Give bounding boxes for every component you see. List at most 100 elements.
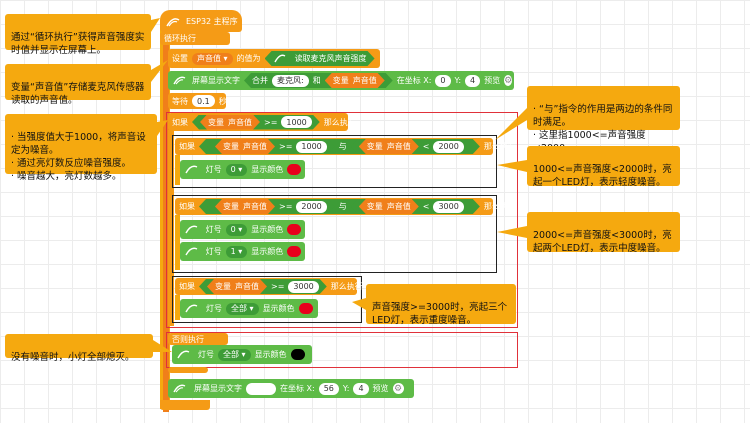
lt-operator: <: [422, 142, 430, 151]
variable-name: 声音值: [228, 117, 252, 127]
color-label: 显示颜色: [251, 165, 284, 174]
note-level3-text: 声音强度>=3000时，亮起三个LED灯，表示重度噪音。: [372, 302, 508, 326]
var-reporter[interactable]: 变量声音值: [207, 279, 267, 294]
color-swatch-red[interactable]: [287, 164, 301, 175]
note-variable: 变量“声音值”存储麦克风传感器读取的声音值。: [5, 64, 151, 106]
and-label: 和: [312, 76, 321, 85]
color-label: 显示颜色: [262, 304, 295, 313]
note-off-text: 没有噪音时，小灯全部熄灭。: [11, 352, 135, 363]
lamp-block-if2-b[interactable]: 灯号 1 ▾ 显示颜色: [180, 242, 305, 261]
variable-name: 声音值: [386, 202, 411, 211]
outer-if-highlight: [166, 112, 518, 328]
then-label: 那么执行: [483, 202, 516, 211]
lamp-dropdown[interactable]: 全部 ▾: [226, 302, 259, 315]
variable-word: 变量: [366, 202, 383, 211]
lamp-label: 灯号: [206, 304, 222, 313]
note-level2: 2000<=声音强度<3000时，亮起两个LED灯，表示中度噪音。: [527, 212, 680, 254]
outer-if-block[interactable]: 如果 变量声音值 >= 1000 那么执行: [168, 113, 356, 131]
x-input-1[interactable]: 0: [435, 74, 451, 87]
wait-input[interactable]: 0.1: [192, 95, 215, 107]
compare-block[interactable]: 变量声音值 >= 3000: [199, 279, 327, 294]
variable-word: 变量: [332, 76, 349, 85]
if1-block[interactable]: 如果 变量声音值 >= 1000 与 变量声音值 < 2000 那么执行: [175, 138, 516, 155]
y-input-1[interactable]: 4: [465, 74, 481, 87]
y-input-2[interactable]: 4: [353, 382, 369, 395]
color-swatch-black[interactable]: [290, 349, 305, 360]
value-input[interactable]: 3000: [433, 201, 463, 213]
then-label: 那么执行: [483, 142, 516, 151]
lamp-block-if1[interactable]: 灯号 0 ▾ 显示颜色: [180, 160, 305, 179]
led-icon: [184, 245, 202, 258]
concat-block[interactable]: 合并 麦克风: 和 变量 声音值: [244, 73, 393, 88]
mic-text-input[interactable]: 麦克风:: [272, 75, 309, 87]
variable-reporter[interactable]: 变量 声音值: [325, 73, 385, 88]
read-mic-block[interactable]: 读取麦克风声音强度: [265, 51, 375, 66]
lamp-dropdown[interactable]: 1 ▾: [225, 245, 248, 258]
value-input[interactable]: 1000: [296, 141, 326, 153]
variable-name: 声音值: [352, 76, 377, 85]
empty-text-input[interactable]: [246, 382, 276, 395]
and-block[interactable]: 变量声音值 >= 1000 与 变量声音值 < 2000: [199, 139, 480, 154]
value-input[interactable]: 3000: [288, 281, 318, 293]
var-reporter[interactable]: 变量声音值: [215, 199, 275, 214]
var-reporter[interactable]: 变量声音值: [359, 139, 419, 154]
loop-block[interactable]: 循环执行: [160, 32, 230, 45]
lamp-dropdown[interactable]: 0 ▾: [225, 223, 248, 236]
color-swatch-red[interactable]: [287, 224, 301, 235]
lamp-block-if3[interactable]: 灯号 全部 ▾ 显示颜色: [180, 299, 318, 318]
then-label: 那么执行: [330, 282, 363, 291]
var-reporter[interactable]: 变量声音值: [200, 115, 260, 130]
if2-spine: [175, 215, 180, 270]
compare-block-outer[interactable]: 变量声音值 >= 1000: [192, 115, 320, 130]
lamp-dropdown[interactable]: 0 ▾: [225, 163, 248, 176]
screen-text-label: 屏幕显示文字: [192, 76, 240, 85]
value-of-label: 的值为: [236, 54, 261, 63]
if1-spine: [175, 155, 180, 185]
variable-word: 变量: [366, 142, 383, 151]
gear-icon[interactable]: ⚙: [504, 75, 513, 86]
lamp-dropdown[interactable]: 全部 ▾: [218, 348, 251, 361]
var-reporter[interactable]: 变量声音值: [359, 199, 419, 214]
value-input[interactable]: 1000: [281, 116, 311, 128]
led-icon: [176, 348, 194, 361]
variable-word: 变量: [223, 142, 239, 151]
color-swatch-red[interactable]: [298, 303, 313, 314]
lamp-label: 灯号: [205, 247, 222, 256]
gte-operator: >=: [271, 282, 285, 291]
at-x-label: 在坐标 X:: [396, 76, 432, 85]
and-operator: 与: [338, 202, 347, 211]
compare-b[interactable]: 变量声音值 < 2000: [351, 139, 472, 154]
lamp-block-else[interactable]: 灯号 全部 ▾ 显示颜色: [172, 345, 312, 364]
main-hat-block[interactable]: ESP32 主程序: [160, 10, 242, 32]
variable-dropdown[interactable]: 声音值 ▾: [192, 52, 233, 65]
screen-display-block-2[interactable]: 屏幕显示文字 在坐标 X: 56 Y: 4 预览 ⚙: [168, 379, 414, 398]
loop-end-cap: [160, 400, 210, 410]
compare-a[interactable]: 变量声音值 >= 1000: [207, 139, 335, 154]
var-reporter[interactable]: 变量声音值: [215, 139, 275, 154]
gear-icon[interactable]: ⚙: [392, 383, 404, 394]
if-label: 如果: [179, 202, 195, 211]
color-swatch-red[interactable]: [287, 246, 301, 257]
else-block[interactable]: 否则执行: [168, 333, 228, 345]
note-level2-text: 2000<=声音强度<3000时，亮起两个LED灯，表示中度噪音。: [533, 230, 672, 254]
compare-b[interactable]: 变量声音值 < 3000: [351, 199, 472, 214]
set-variable-block[interactable]: 设置 声音值 ▾ 的值为 读取麦克风声音强度: [168, 49, 380, 68]
if-label: 如果: [172, 117, 188, 127]
wait-block[interactable]: 等待 0.1 秒: [168, 93, 227, 109]
variable-name: 声音值: [235, 282, 259, 291]
screen-display-block-1[interactable]: 屏幕显示文字 合并 麦克风: 和 变量 声音值 在坐标 X: 0 Y: 4 预览…: [168, 71, 514, 90]
variable-name: 声音值: [243, 142, 267, 151]
value-input[interactable]: 2000: [296, 201, 326, 213]
compare-a[interactable]: 变量声音值 >= 2000: [207, 199, 335, 214]
if2-block[interactable]: 如果 变量声音值 >= 2000 与 变量声音值 < 3000 那么执行: [175, 198, 516, 215]
if-label: 如果: [179, 282, 195, 291]
variable-word: 变量: [208, 117, 224, 127]
y-label-1: Y:: [454, 76, 462, 85]
and-block[interactable]: 变量声音值 >= 2000 与 变量声音值 < 3000: [199, 199, 480, 214]
loop-label: 循环执行: [164, 34, 196, 43]
x-input-2[interactable]: 56: [318, 382, 339, 395]
if3-block[interactable]: 如果 变量声音值 >= 3000 那么执行: [175, 278, 363, 295]
lamp-block-if2-a[interactable]: 灯号 0 ▾ 显示颜色: [180, 220, 305, 239]
value-input[interactable]: 2000: [433, 141, 463, 153]
